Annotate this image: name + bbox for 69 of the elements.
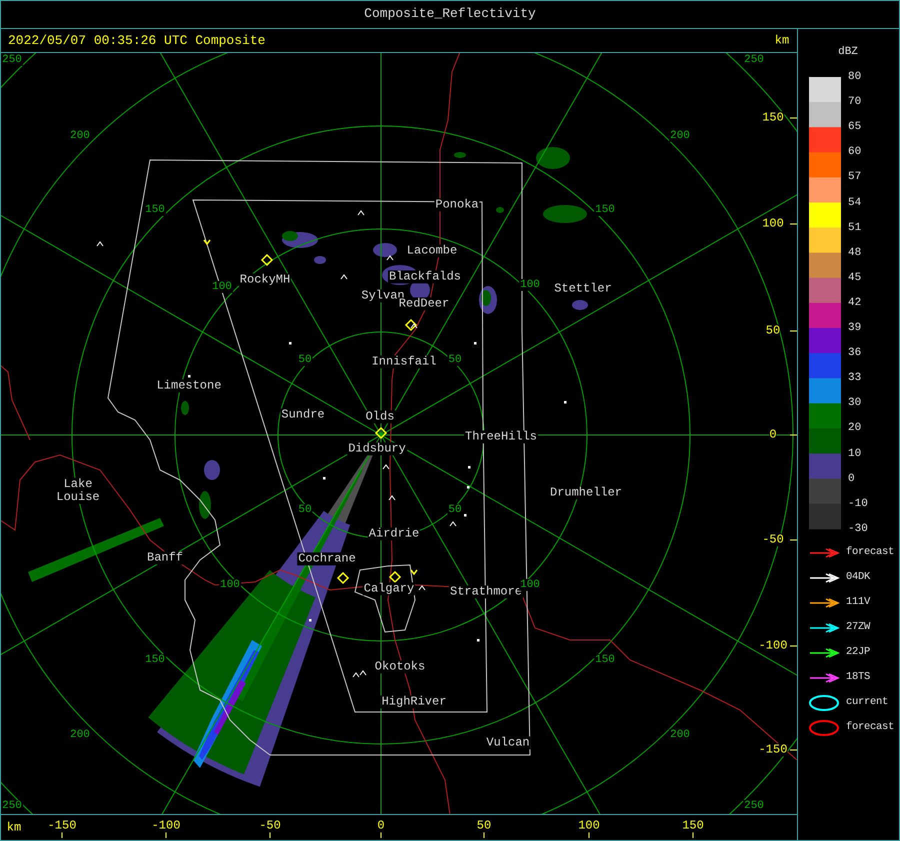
axis-label: -50 <box>762 533 784 547</box>
scale-label: 42 <box>848 296 862 309</box>
legend-label: forecast <box>846 722 894 734</box>
legend-label: forecast <box>846 547 894 559</box>
city-label: Drumheller <box>549 486 623 500</box>
axis-label: -100 <box>758 639 788 653</box>
city-label: Blackfalds <box>388 270 462 284</box>
scale-label: 51 <box>848 222 862 234</box>
scale-label: 48 <box>848 246 862 259</box>
city-label: Cochrane <box>297 552 357 566</box>
scale-label: 54 <box>848 196 862 209</box>
legend-label: 18TS <box>846 672 870 684</box>
range-ring-label: 100 <box>519 278 541 292</box>
scale-label: 33 <box>848 372 862 384</box>
scale-label: 65 <box>848 121 862 134</box>
axis-label: 0 <box>377 819 385 833</box>
city-label: Vulcan <box>485 736 531 750</box>
range-ring-label: 50 <box>447 504 463 516</box>
scale-label: 70 <box>848 96 862 108</box>
axis-label: 50 <box>476 819 492 833</box>
scale-label: 30 <box>848 397 862 410</box>
range-ring-label: 200 <box>669 130 691 142</box>
scale-label: 80 <box>848 70 862 84</box>
scale-label: 0 <box>848 472 855 485</box>
scale-label: 36 <box>848 347 862 360</box>
range-ring-label: 50 <box>297 354 313 366</box>
legend-label: current <box>846 697 888 709</box>
axis-label: -150 <box>758 743 788 757</box>
legend-label: 27ZW <box>846 622 870 634</box>
city-label: Okotoks <box>374 660 426 674</box>
range-ring-label: 100 <box>519 578 541 592</box>
city-label: Calgary <box>362 582 416 596</box>
city-label: ThreeHills <box>464 430 538 444</box>
legend-label: 04DK <box>846 572 870 584</box>
axis-label: -100 <box>152 819 180 833</box>
city-label: Didsbury <box>347 442 407 456</box>
city-label: Ponoka <box>434 198 480 212</box>
scale-label: -10 <box>848 498 868 510</box>
city-label: RockyMH <box>238 273 292 287</box>
range-ring-label: 150 <box>144 204 166 216</box>
range-ring-label: 50 <box>447 354 463 366</box>
scale-label: 57 <box>848 171 862 184</box>
scale-label: 20 <box>848 422 862 434</box>
chart-title: Composite_Reflectivity <box>364 6 536 22</box>
city-label: Limestone <box>156 379 222 393</box>
axis-label: 100 <box>578 819 600 833</box>
scale-label: dBZ <box>838 46 858 58</box>
timestamp-label: 2022/05/07 00:35:26 UTC Composite <box>8 34 266 48</box>
legend-label: 111V <box>846 597 870 609</box>
city-label: Olds <box>364 410 396 424</box>
city-label: Banff <box>146 551 184 565</box>
scale-label: 60 <box>848 146 862 158</box>
scale-label: 10 <box>848 447 862 460</box>
city-label: Strathmore <box>449 585 523 599</box>
city-label: HighRiver <box>380 695 448 709</box>
range-ring-label: 100 <box>211 280 233 294</box>
city-label: Lacombe <box>406 244 458 258</box>
range-ring-label: 250 <box>1 54 23 66</box>
range-ring-label: 150 <box>594 204 616 216</box>
axis-label: 150 <box>682 819 704 833</box>
scale-label: -30 <box>848 522 868 536</box>
range-ring-label: 200 <box>69 130 91 142</box>
axis-label: -150 <box>48 819 76 833</box>
scale-label: 45 <box>848 272 862 284</box>
scale-label: 39 <box>848 322 862 334</box>
legend-label: 22JP <box>846 647 870 659</box>
axis-label: -50 <box>259 819 281 833</box>
city-label: Innisfail <box>370 355 438 369</box>
city-label: Airdrie <box>368 527 420 541</box>
